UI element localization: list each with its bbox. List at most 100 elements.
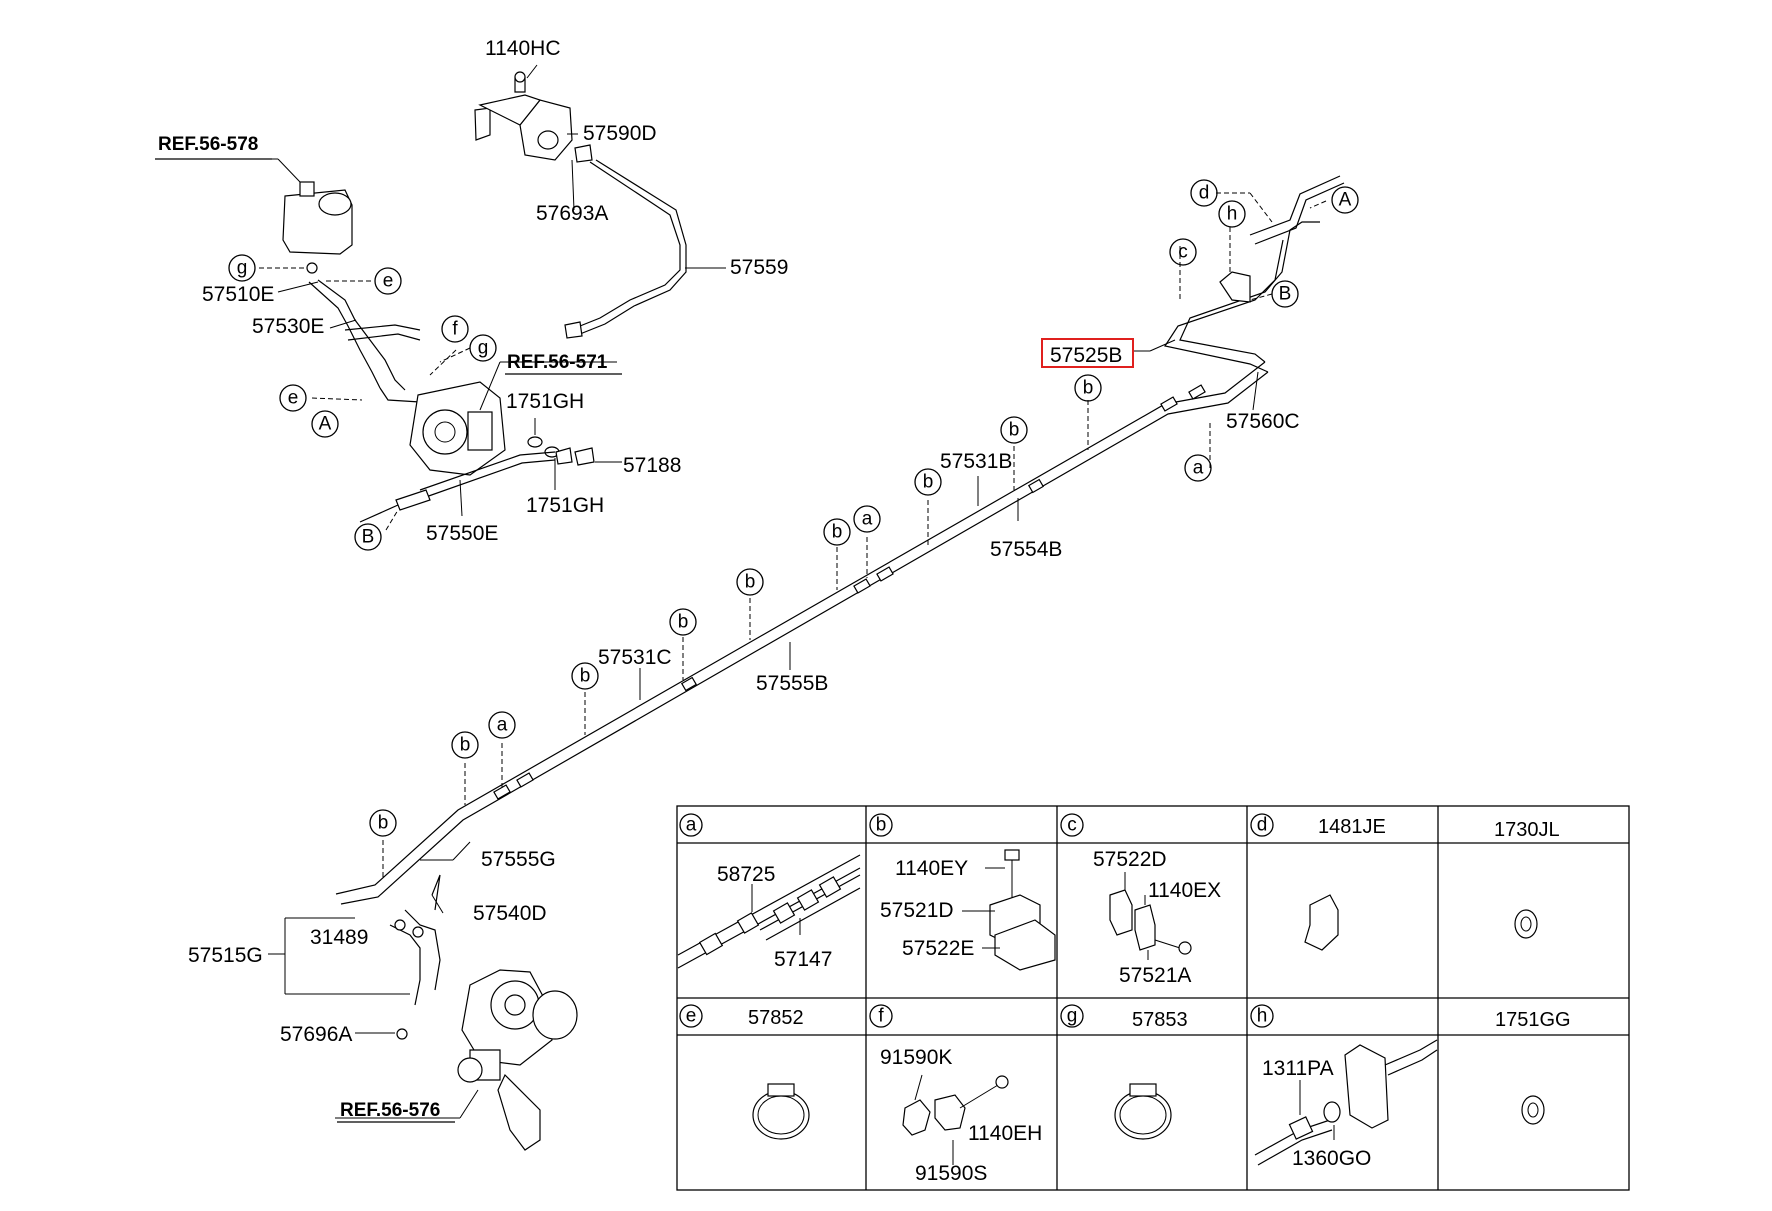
svg-text:g: g <box>478 338 489 359</box>
svg-text:a: a <box>1193 458 1204 479</box>
svg-text:b: b <box>460 735 471 756</box>
svg-text:h: h <box>1227 204 1238 225</box>
svg-text:e: e <box>383 271 394 292</box>
cell-key-h: h <box>1250 1004 1274 1028</box>
callout-a-2: a <box>853 505 881 533</box>
cell-key-a: a <box>679 813 703 837</box>
cell-title-1730JL: 1730JL <box>1494 819 1560 841</box>
svg-text:b: b <box>923 472 934 493</box>
ref-56-576: REF.56-576 <box>340 1100 440 1121</box>
svg-text:c: c <box>1067 815 1077 836</box>
part-91590S: 91590S <box>915 1162 987 1185</box>
part-57147: 57147 <box>774 948 832 971</box>
svg-text:c: c <box>1178 242 1188 263</box>
cell-title-57853: 57853 <box>1132 1009 1188 1031</box>
svg-text:a: a <box>862 509 873 530</box>
parts-table: a b c d e f g h 1481JE 1730JL 57852 5785… <box>676 805 1630 1191</box>
svg-text:g: g <box>1067 1006 1078 1027</box>
cell-key-f: f <box>869 1004 893 1028</box>
cell-title-57852: 57852 <box>748 1007 804 1029</box>
part-1140EX: 1140EX <box>1148 879 1221 902</box>
callout-A-top: A <box>1331 186 1359 214</box>
highlight-box-57525B <box>1041 338 1134 368</box>
svg-text:A: A <box>319 414 332 435</box>
label-57554B: 57554B <box>990 538 1062 561</box>
part-1360GO: 1360GO <box>1292 1147 1371 1170</box>
svg-text:b: b <box>1009 420 1020 441</box>
label-57550E: 57550E <box>426 522 498 545</box>
label-31489: 31489 <box>310 926 368 949</box>
svg-text:e: e <box>686 1006 697 1027</box>
callout-a-3: a <box>488 711 516 739</box>
top-mount-assembly <box>474 71 687 339</box>
callout-b-7: b <box>571 662 599 690</box>
callout-b-3: b <box>914 468 942 496</box>
svg-text:b: b <box>876 815 887 836</box>
label-1751GH-bottom: 1751GH <box>526 494 604 517</box>
ref-56-578: REF.56-578 <box>158 134 258 155</box>
gearbox-assembly <box>389 874 578 1151</box>
ref-56-571: REF.56-571 <box>507 352 608 373</box>
svg-text:f: f <box>878 1006 884 1027</box>
label-57531C: 57531C <box>598 646 672 669</box>
part-labels: 1140HC 57590D 57693A 57559 57510E 57530E… <box>155 37 1300 1123</box>
callout-b-9: b <box>369 809 397 837</box>
svg-text:b: b <box>832 522 843 543</box>
part-1140EH: 1140EH <box>968 1122 1042 1145</box>
label-57540D: 57540D <box>473 902 547 925</box>
svg-text:a: a <box>686 815 697 836</box>
callout-f-left: f <box>441 315 469 343</box>
label-57510E: 57510E <box>202 283 274 306</box>
svg-text:b: b <box>678 612 689 633</box>
part-91590K: 91590K <box>880 1046 952 1069</box>
callout-b-5: b <box>736 568 764 596</box>
label-57525B: 57525B <box>1050 344 1122 367</box>
label-57696A: 57696A <box>280 1023 352 1046</box>
callout-b-8: b <box>451 731 479 759</box>
part-1140EY: 1140EY <box>895 857 968 880</box>
cell-key-e: e <box>679 1004 703 1028</box>
svg-text:b: b <box>745 572 756 593</box>
callout-b-1: b <box>1074 374 1102 402</box>
callout-c-top: c <box>1169 238 1197 266</box>
part-57521D: 57521D <box>880 899 954 922</box>
svg-text:b: b <box>580 666 591 687</box>
reservoir-assembly <box>282 181 421 403</box>
label-57590D: 57590D <box>583 122 657 145</box>
label-1751GH-top: 1751GH <box>506 390 584 413</box>
callout-b-6: b <box>669 608 697 636</box>
callout-B-top: B <box>1271 280 1299 308</box>
callout-b-2: b <box>1000 416 1028 444</box>
cell-key-g: g <box>1060 1004 1084 1028</box>
svg-text:e: e <box>288 388 299 409</box>
label-57531B: 57531B <box>940 450 1012 473</box>
part-57522D: 57522D <box>1093 848 1167 871</box>
cell-key-d: d <box>1250 813 1274 837</box>
part-57522E: 57522E <box>902 937 974 960</box>
label-57560C: 57560C <box>1226 410 1300 433</box>
svg-text:g: g <box>237 258 248 279</box>
label-57559: 57559 <box>730 256 788 279</box>
svg-text:a: a <box>497 715 508 736</box>
svg-text:d: d <box>1199 183 1210 204</box>
svg-text:d: d <box>1257 815 1268 836</box>
label-57188: 57188 <box>623 454 681 477</box>
cell-title-1481JE: 1481JE <box>1318 816 1386 838</box>
cell-title-1751GG: 1751GG <box>1495 1009 1571 1031</box>
part-58725: 58725 <box>717 863 775 886</box>
cell-key-c: c <box>1060 813 1084 837</box>
svg-text:h: h <box>1257 1006 1268 1027</box>
svg-text:b: b <box>1083 378 1094 399</box>
svg-text:B: B <box>1279 284 1292 305</box>
label-1140HC: 1140HC <box>485 37 561 60</box>
svg-text:A: A <box>1339 190 1352 211</box>
callout-g-mid: g <box>469 334 497 362</box>
callout-d-top: d <box>1190 179 1218 207</box>
callout-e-left-top: e <box>374 267 402 295</box>
svg-text:f: f <box>452 319 458 340</box>
callout-circles: d h A c B b a b b a b b b b a b b g e f … <box>228 179 1359 837</box>
label-57515G: 57515G <box>188 944 263 967</box>
svg-text:B: B <box>362 527 375 548</box>
label-57555G: 57555G <box>481 848 556 871</box>
leader-lines <box>155 64 1259 1119</box>
